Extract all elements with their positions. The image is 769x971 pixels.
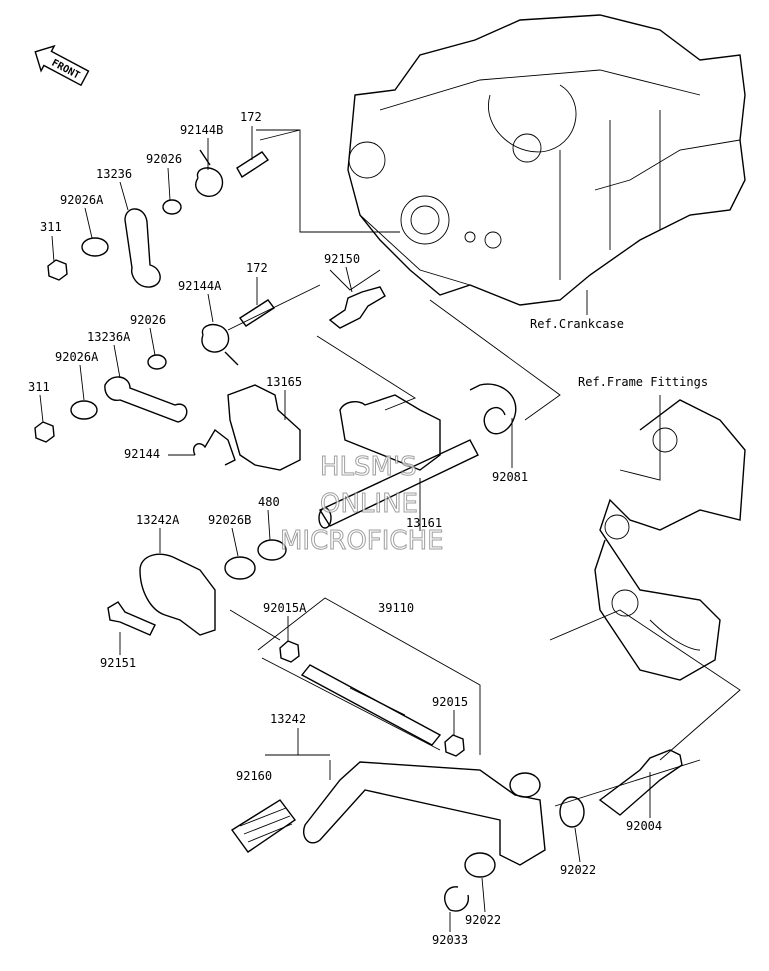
- shift-rod-assembly: [107, 553, 465, 757]
- spring-92144: [193, 428, 236, 466]
- circlip-480: [257, 539, 287, 561]
- part-label-13242: 13242: [270, 712, 306, 726]
- shaft-13161: [318, 439, 479, 527]
- washer-92022-upper: [559, 796, 585, 828]
- leader-lines: [227, 129, 741, 807]
- bolt-92004: [598, 749, 683, 816]
- spring-92144A: [201, 323, 239, 366]
- part-label-39110: 39110: [378, 601, 414, 615]
- part-label-13242A: 13242A: [136, 513, 180, 527]
- pin-172-upper: [236, 151, 270, 178]
- part-label-92022-right: 92022: [560, 863, 596, 877]
- part-label-92144A: 92144A: [178, 279, 222, 293]
- washer-92026A-upper: [81, 237, 109, 257]
- washer-92022-lower: [464, 852, 496, 878]
- label-leaders: [39, 126, 651, 932]
- plate-13165: [227, 384, 301, 471]
- nut-92015A: [279, 640, 300, 663]
- part-label-13236: 13236: [96, 167, 132, 181]
- clip-92033: [444, 886, 469, 912]
- part-label-311-upper: 311: [40, 220, 62, 234]
- watermark: HLSM'S ONLINE MICROFICHE: [280, 452, 445, 557]
- part-label-311-lower: 311: [28, 380, 50, 394]
- part-label-92004: 92004: [626, 819, 662, 833]
- front-arrow-icon: FRONT: [34, 44, 90, 87]
- pin-172-lower: [238, 299, 276, 327]
- pedal-13242: [303, 761, 546, 866]
- washer-92026A-lower: [70, 400, 98, 420]
- washer-92026B: [224, 556, 256, 580]
- washer-92026-lower: [147, 354, 167, 370]
- part-label-92144B: 92144B: [180, 123, 223, 137]
- part-label-92026B: 92026B: [208, 513, 251, 527]
- shift-arm: [339, 394, 441, 471]
- shift-shaft-assembly: [193, 383, 517, 580]
- shift-pedal-assembly: [230, 749, 683, 912]
- part-label-92026-lower: 92026: [130, 313, 166, 327]
- middle-part-set: [34, 286, 386, 443]
- part-label-172-upper: 172: [240, 110, 262, 124]
- lever-13236: [124, 208, 161, 288]
- watermark-line-3: MICROFICHE: [280, 526, 444, 556]
- part-label-13165: 13165: [266, 375, 302, 389]
- part-label-13236A: 13236A: [87, 330, 131, 344]
- part-label-92015A: 92015A: [263, 601, 307, 615]
- part-label-92160: 92160: [236, 769, 272, 783]
- part-label-92081: 92081: [492, 470, 528, 484]
- part-label-92151: 92151: [100, 656, 136, 670]
- part-label-92150: 92150: [324, 252, 360, 266]
- lever-13236A: [104, 376, 188, 423]
- part-label-92026A-upper: 92026A: [60, 193, 104, 207]
- part-label-480: 480: [258, 495, 280, 509]
- spring-92144B: [195, 149, 224, 197]
- part-label-92033: 92033: [432, 933, 468, 947]
- crankcase-illustration: [347, 14, 746, 306]
- watermark-line-1: HLSM'S: [320, 452, 417, 482]
- washer-92026-upper: [162, 199, 182, 215]
- part-label-172-lower: 172: [246, 261, 268, 275]
- part-label-13161: 13161: [406, 516, 442, 530]
- watermark-line-2: ONLINE: [320, 489, 418, 519]
- part-label-92026-upper: 92026: [146, 152, 182, 166]
- rod-39110: [300, 664, 442, 746]
- spring-92081: [469, 383, 517, 435]
- ref-crankcase-label: Ref.Crankcase: [530, 317, 624, 331]
- rubber-92160: [230, 799, 296, 853]
- upper-part-set: [47, 149, 270, 288]
- part-label-92015: 92015: [432, 695, 468, 709]
- nut-311-lower: [34, 421, 55, 443]
- nut-311-upper: [47, 259, 68, 281]
- part-label-92144: 92144: [124, 447, 160, 461]
- frame-fittings-illustration: [594, 399, 746, 681]
- lever-13242A: [139, 553, 216, 636]
- ref-frame-fittings-label: Ref.Frame Fittings: [578, 375, 708, 389]
- part-label-92022-bottom: 92022: [465, 913, 501, 927]
- nut-92015: [444, 734, 465, 757]
- part-label-92026A-lower: 92026A: [55, 350, 99, 364]
- bolt-92151: [107, 601, 156, 636]
- bolt-92150: [328, 286, 386, 329]
